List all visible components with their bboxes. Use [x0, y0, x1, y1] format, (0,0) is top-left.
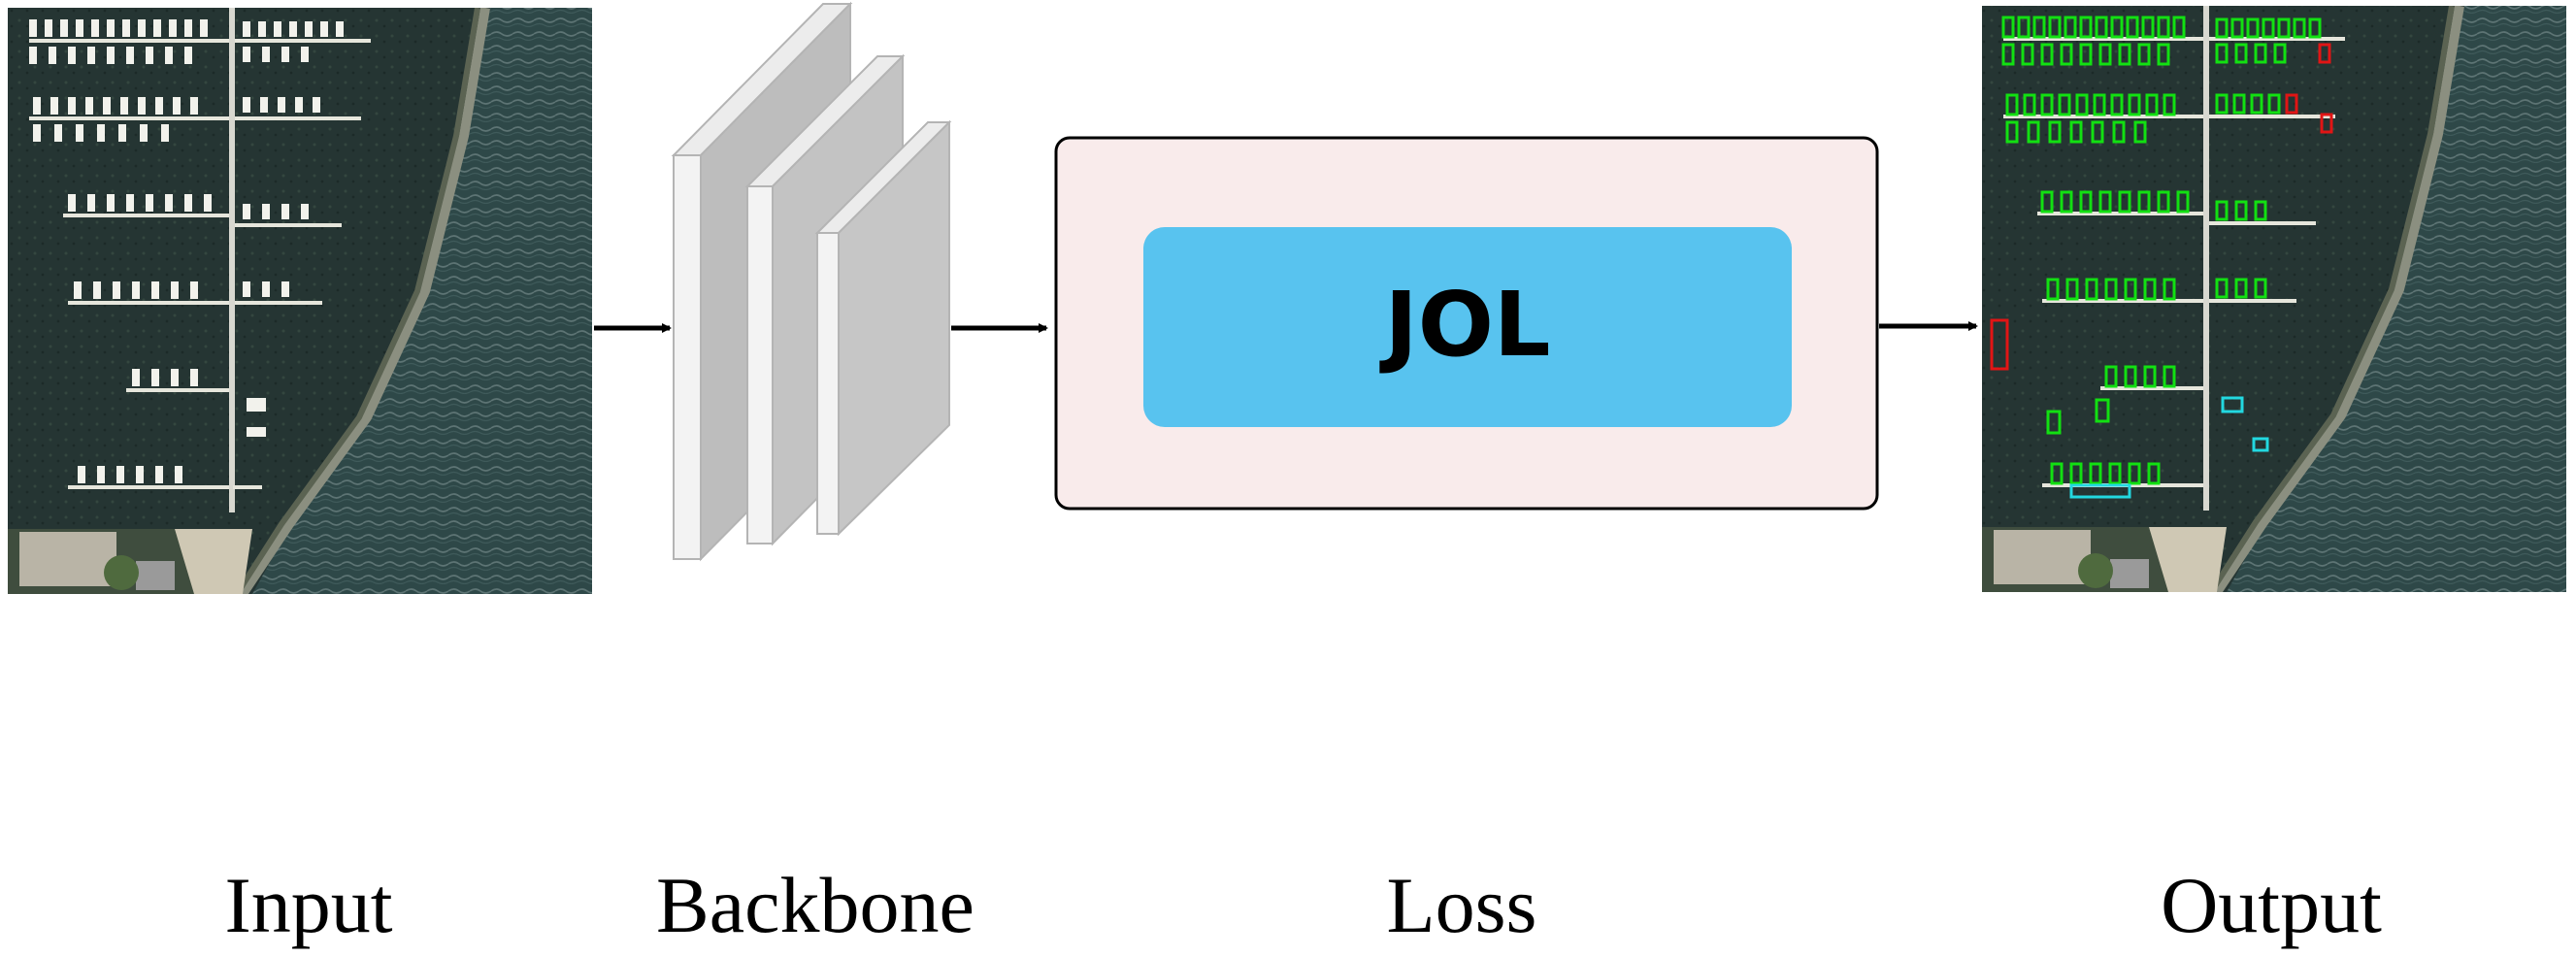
caption-input: Input: [224, 861, 393, 949]
caption-output: Output: [2161, 861, 2382, 949]
input-image: [8, 8, 592, 594]
feature-map-3: [814, 119, 952, 537]
detection-boxes: [1988, 16, 2333, 577]
loss-block: JOL: [1054, 136, 1879, 511]
jol-label: JOL: [1378, 273, 1550, 377]
caption-loss: Loss: [1386, 861, 1537, 949]
output-image: [1982, 6, 2566, 592]
jol-module: [1143, 227, 1792, 427]
backbone-block: [671, 1, 952, 562]
caption-backbone: Backbone: [656, 861, 974, 949]
marina-piers: [29, 19, 371, 489]
